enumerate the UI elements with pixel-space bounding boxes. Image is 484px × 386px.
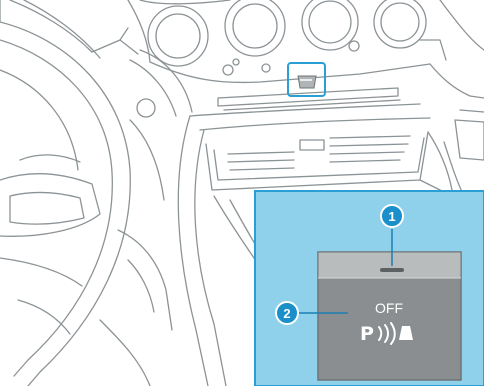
parking-assist-off-button: OFF P — [318, 252, 461, 380]
callout-2: 2 — [276, 302, 298, 324]
indicator-lamp-icon — [380, 268, 404, 272]
detail-inset: OFF P 1 — [255, 191, 484, 386]
steering-wheel-spoke — [0, 174, 100, 237]
callout-1-number: 1 — [388, 209, 395, 224]
callout-1: 1 — [381, 205, 403, 227]
air-vent-left — [148, 6, 208, 66]
off-label: OFF — [375, 300, 403, 316]
parking-symbol: P — [360, 323, 374, 345]
steering-wheel-rim-inner — [0, 40, 112, 376]
callout-2-number: 2 — [283, 306, 290, 321]
